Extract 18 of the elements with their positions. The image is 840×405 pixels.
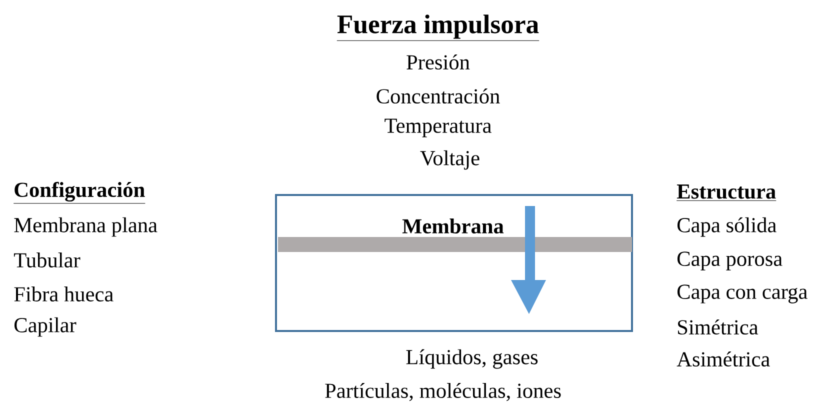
list-item: Partículas, moléculas, iones bbox=[325, 382, 561, 402]
list-item: Fibra hueca bbox=[14, 286, 114, 302]
list-item: Capa sólida bbox=[677, 217, 776, 237]
list-item: Tubular bbox=[14, 252, 80, 268]
column-heading: Estructura bbox=[676, 184, 776, 201]
list-item: Simétrica bbox=[678, 320, 758, 335]
list-item: Concentración bbox=[376, 88, 500, 104]
list-item: Presión bbox=[406, 54, 470, 70]
list-item: Membrana plana bbox=[14, 217, 158, 237]
list-item: Capa con carga bbox=[677, 284, 808, 304]
column-heading: Configuración bbox=[13, 182, 146, 204]
membrane-box: Membrana bbox=[275, 194, 633, 332]
list-item: Asimétrica bbox=[676, 352, 770, 367]
list-item: Temperatura bbox=[384, 118, 492, 138]
list-item: Capilar bbox=[14, 317, 76, 337]
list-item: Voltaje bbox=[420, 150, 480, 170]
heading: Fuerza impulsora bbox=[336, 14, 540, 41]
list-item: Capa porosa bbox=[677, 252, 782, 270]
